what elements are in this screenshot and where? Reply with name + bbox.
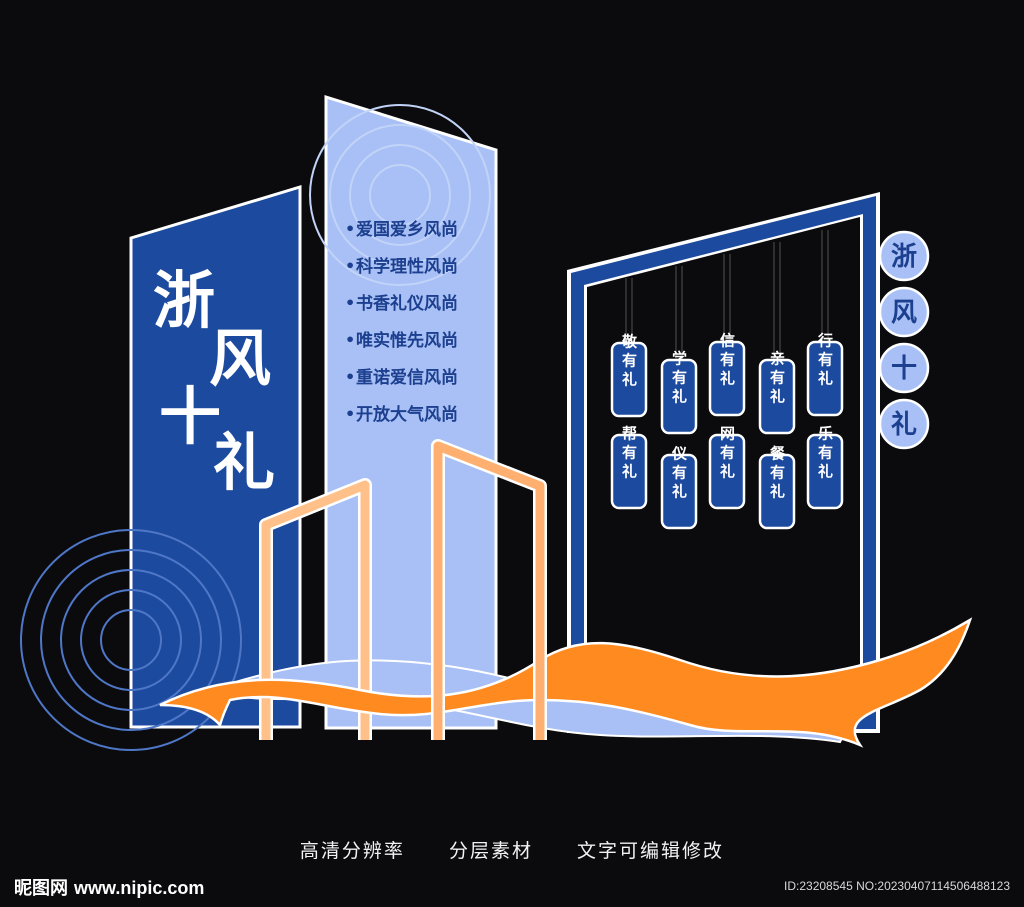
- side-circle: 礼: [878, 398, 930, 450]
- list-item-label: 科学理性风尚: [356, 256, 458, 277]
- tag-label: 乐有礼: [816, 425, 834, 483]
- caption-resolution: 高清分辨率: [299, 840, 405, 862]
- svg-text:•: •: [345, 219, 355, 238]
- side-circle-char: 十: [891, 354, 917, 384]
- tag: 敬有礼: [610, 333, 648, 418]
- site-logo: 昵图网 www.nipic.com: [14, 874, 204, 900]
- list-item-label: 重诺爱信风尚: [356, 367, 458, 388]
- list-item-label: 唯实惟先风尚: [356, 330, 458, 351]
- list-item: • 重诺爱信风尚: [345, 367, 458, 388]
- site-url: www.nipic.com: [74, 878, 205, 898]
- hanging-strings: [625, 230, 829, 360]
- site-logo-text: 昵图网: [14, 878, 68, 899]
- left-panel-ripple-decoration: [20, 529, 242, 751]
- tag-label: 帮有礼: [620, 425, 638, 483]
- tag-label: 敬有礼: [620, 333, 638, 391]
- tag-label: 网有礼: [718, 426, 736, 483]
- side-circle: 风: [878, 286, 930, 338]
- tag: 学有礼: [660, 350, 698, 435]
- side-circles: 浙 风 十 礼: [878, 230, 930, 450]
- tag: 信有礼: [708, 332, 746, 417]
- caption-editable: 文字可编辑修改: [577, 840, 725, 862]
- side-circle-char: 浙: [891, 242, 917, 272]
- tag: 行有礼: [806, 332, 844, 417]
- side-circle-char: 风: [891, 298, 917, 328]
- tag-label: 亲有礼: [768, 350, 786, 408]
- side-circle-char: 礼: [891, 409, 917, 440]
- list-item: • 爱国爱乡风尚: [345, 219, 458, 240]
- list-item: • 科学理性风尚: [345, 256, 458, 277]
- left-title-char-1: 浙: [153, 264, 215, 337]
- ribbon-orange: [159, 617, 973, 748]
- list-item: • 开放大气风尚: [345, 404, 458, 425]
- left-title-char-2: 风: [209, 322, 271, 395]
- tag-label: 学有礼: [670, 350, 688, 408]
- list-item-label: 爱国爱乡风尚: [356, 219, 458, 240]
- left-panel: 浙 风 十 礼: [20, 184, 302, 751]
- tag: 餐有礼: [758, 445, 796, 530]
- tag: 乐有礼: [806, 425, 844, 510]
- middle-panel-list: • 爱国爱乡风尚 • 科学理性风尚 • 书香礼仪风尚 • 唯实惟先风尚 • 重诺…: [345, 219, 458, 425]
- svg-text:•: •: [345, 330, 355, 349]
- tag-label: 行有礼: [816, 332, 834, 390]
- tag-label: 餐有礼: [768, 445, 786, 503]
- svg-text:•: •: [345, 256, 355, 275]
- tag: 网有礼: [708, 426, 746, 510]
- svg-text:•: •: [345, 293, 355, 312]
- tag: 帮有礼: [610, 425, 648, 510]
- tag: 亲有礼: [758, 350, 796, 435]
- tags-top-row: 敬有礼 学有礼 信有礼 亲有礼 行有礼: [610, 332, 844, 435]
- list-item: • 书香礼仪风尚: [345, 293, 458, 314]
- arch-right: [431, 439, 547, 740]
- tag-label: 信有礼: [718, 332, 736, 390]
- tag-label: 仪有礼: [670, 446, 688, 503]
- left-title-char-4: 礼: [213, 426, 275, 499]
- svg-text:•: •: [345, 367, 355, 386]
- feature-captions: 高清分辨率 分层素材 文字可编辑修改: [0, 836, 1024, 863]
- tag: 仪有礼: [660, 446, 698, 530]
- list-item-label: 开放大气风尚: [356, 404, 458, 425]
- caption-layers: 分层素材: [448, 840, 533, 862]
- side-circle: 十: [878, 342, 930, 394]
- svg-text:•: •: [345, 404, 355, 423]
- list-item-label: 书香礼仪风尚: [356, 293, 458, 314]
- tags-bottom-row: 帮有礼 仪有礼 网有礼 餐有礼 乐有礼: [610, 425, 844, 530]
- side-circle: 浙: [878, 230, 930, 282]
- image-id: ID:23208545 NO:20230407114506488123: [784, 879, 1010, 893]
- left-title-char-3: 十: [159, 380, 221, 453]
- list-item: • 唯实惟先风尚: [345, 330, 458, 351]
- middle-panel-ripple-decoration: [309, 104, 491, 286]
- arch-left: [259, 478, 372, 740]
- middle-panel: • 爱国爱乡风尚 • 科学理性风尚 • 书香礼仪风尚 • 唯实惟先风尚 • 重诺…: [309, 94, 498, 730]
